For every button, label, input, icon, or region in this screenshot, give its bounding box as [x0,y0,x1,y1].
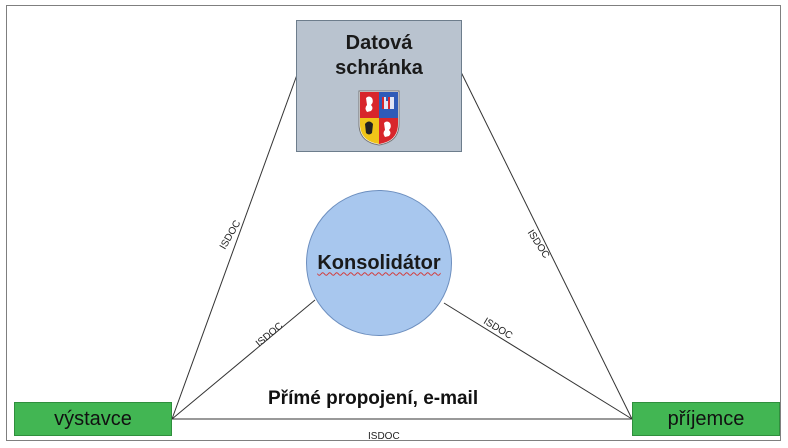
diagram-frame [6,5,781,441]
line-center-to-right [443,302,633,420]
konsolidator-label: Konsolidátor [317,251,441,274]
direct-connection-label: Přímé propojení, e-mail [268,388,479,409]
datova-schranka-box: Datová schránka [296,20,462,152]
konsolidator-node: Konsolidátor [306,190,452,336]
vystavce-label: výstavce [54,407,132,430]
line-top-to-right [459,69,633,420]
datova-schranka-line1: Datová [345,32,413,54]
coat-of-arms-icon [358,90,400,146]
datova-schranka-line2: schránka [335,57,423,79]
line-left-to-center [171,299,316,420]
prijemce-node: příjemce [632,402,780,436]
prijemce-label: příjemce [667,407,745,430]
edge-label-bottom: ISDOC [368,431,400,442]
line-left-to-top [171,71,299,420]
vystavce-node: výstavce [14,402,172,436]
